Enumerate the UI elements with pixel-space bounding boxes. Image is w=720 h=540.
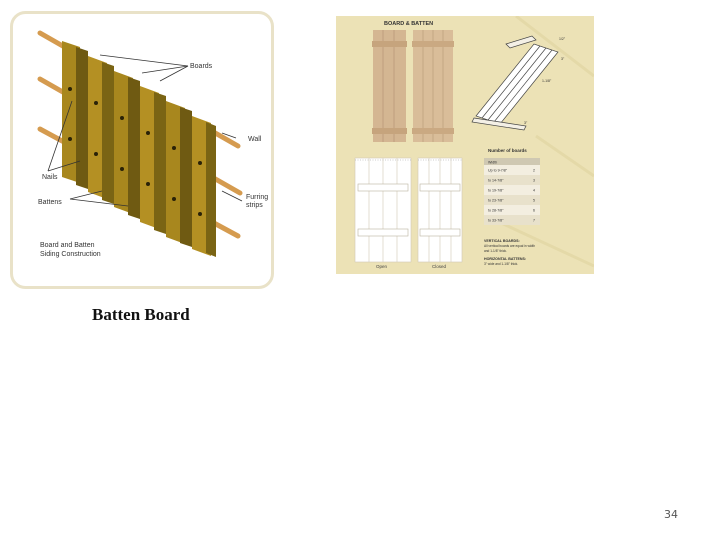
- label-boards: Boards: [190, 63, 213, 70]
- table-cell-count: 5: [533, 199, 535, 203]
- dim-label-4: 3": [524, 121, 528, 125]
- label-open: Open: [376, 264, 388, 269]
- battens: [76, 47, 216, 257]
- slide-caption: Batten Board: [92, 305, 190, 324]
- note-vertical-line2: and 1-1/8" thick.: [484, 249, 507, 253]
- label-nails: Nails: [42, 174, 58, 181]
- note-vertical-title: VERTICAL BOARDS:: [484, 239, 520, 243]
- table-cell-width: to 33-7/8": [488, 219, 504, 223]
- note-horizontal-title: HORIZONTAL BATTENS:: [484, 257, 526, 261]
- label-furring-line1: Furring: [246, 194, 268, 201]
- board-batten-reference-figure: BOARD & BATTEN 1/2" 3" 1-1/: [336, 14, 595, 274]
- isometric-batten-diagram: [471, 35, 559, 131]
- reference-title: BOARD & BATTEN: [384, 21, 433, 27]
- table-cell-count: 3: [533, 179, 535, 183]
- note-horizontal-line1: 3" wide and 1-1/8" thick.: [484, 262, 518, 266]
- figure-title-line1: Board and Batten: [40, 242, 95, 249]
- table-cell-width: to 19-7/8": [488, 189, 504, 193]
- open-shutter-drawing: [354, 157, 412, 263]
- table-cell-count: 7: [533, 219, 535, 223]
- table-header-cell: [484, 158, 540, 165]
- label-battens: Battens: [38, 199, 62, 206]
- closed-shutter-drawing: [417, 157, 463, 263]
- table-row: [484, 195, 540, 205]
- dim-label-1: 1/2": [559, 37, 566, 41]
- table-notes: VERTICAL BOARDS: All vertical boards are…: [484, 239, 535, 266]
- table-cell-count: 6: [533, 209, 535, 213]
- wood-shutter-photo-right: [412, 30, 454, 142]
- note-vertical-line1: All vertical boards are equal in width: [484, 244, 535, 248]
- table-row: [484, 175, 540, 185]
- nails: [68, 87, 202, 216]
- table-cell-count: 2: [533, 169, 535, 173]
- table-row: [484, 215, 540, 225]
- table-row: [484, 205, 540, 215]
- board-batten-construction-figure: Boards Wall Nails Battens Furring strips…: [10, 11, 274, 289]
- label-furring-line2: strips: [246, 202, 263, 209]
- label-wall: Wall: [248, 136, 262, 143]
- figure-title-line2: Siding Construction: [40, 251, 101, 258]
- table-row: [484, 185, 540, 195]
- board-count-table: Number of boards Width Up to 9-7/8" 2 to 1…: [484, 148, 540, 225]
- leader-lines: [47, 54, 243, 207]
- table-row: [484, 165, 540, 175]
- table-cell-width: Up to 9-7/8": [488, 169, 508, 173]
- dim-label-2: 3": [561, 57, 565, 61]
- table-cell-width: to 23-7/8": [488, 199, 504, 203]
- dim-label-3: 1-1/8": [542, 79, 552, 83]
- table-cell-width: to 14-7/8": [488, 179, 504, 183]
- label-closed: Closed: [432, 264, 447, 269]
- page-number: 34: [664, 508, 678, 521]
- table-col-width: Width: [488, 161, 497, 165]
- wood-shutter-photo-left: [372, 30, 407, 142]
- table-heading: Number of boards: [488, 148, 527, 153]
- table-cell-count: 4: [533, 189, 535, 193]
- table-cell-width: to 28-7/8": [488, 209, 504, 213]
